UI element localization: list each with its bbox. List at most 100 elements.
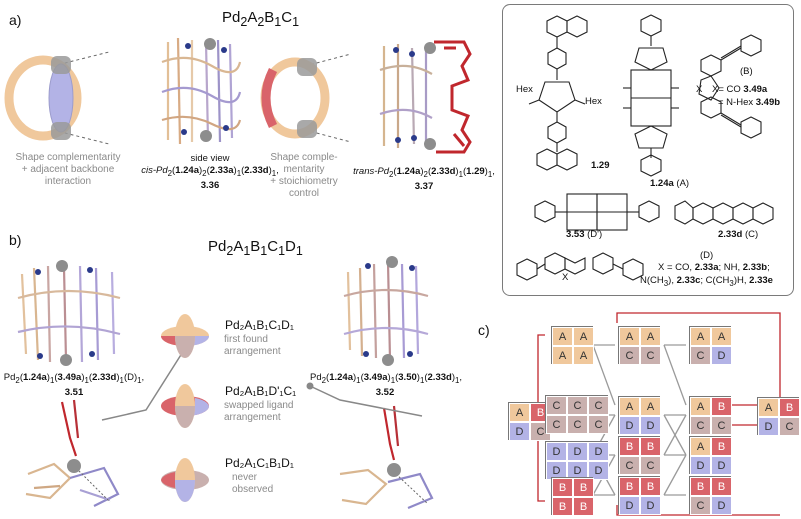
- tile-cell: B: [711, 397, 732, 416]
- panel-b-formula: Pd2A1B1C1D1: [208, 238, 303, 258]
- tile-cell: D: [640, 416, 661, 435]
- tile-cell: D: [711, 496, 732, 515]
- label-hex-2: Hex: [585, 96, 602, 107]
- arrangement-3-formula: Pd₂A₁C₁B₁D₁: [225, 456, 294, 470]
- cage-cartoon-complementarity: [4, 51, 110, 145]
- compound-label-3-51: Pd2(1.24a)1(3.49a)1(2.33d)1(D)1, 3.51: [3, 372, 145, 398]
- tile-cell: A: [619, 397, 640, 416]
- tile-cell: A: [619, 327, 640, 346]
- tile-cell: A: [552, 346, 573, 365]
- label-x-co: X= CO 3.49a: [712, 84, 768, 95]
- side-view-3-51-image: [25, 399, 120, 507]
- tile-cell: C: [619, 456, 640, 475]
- cage-cartoon-stoichiometry: [260, 53, 352, 143]
- tile-cell: A: [690, 437, 711, 456]
- tile-cell: D: [758, 417, 779, 436]
- tile-cell: B: [573, 497, 594, 516]
- tile-cell: A: [690, 397, 711, 416]
- structure-3-51-image: [17, 260, 121, 366]
- arrangement-1-icon: [161, 314, 209, 358]
- panel-c-label: c): [478, 322, 490, 338]
- tile-cell: B: [552, 478, 573, 497]
- panel-a-label: a): [9, 12, 22, 28]
- tile-cell: B: [619, 437, 640, 456]
- tile-cell: C: [690, 416, 711, 435]
- tile-cell: C: [690, 496, 711, 515]
- tile-cell: C: [588, 415, 609, 434]
- tile-cell: A: [573, 327, 594, 346]
- label-hex-1: Hex: [516, 84, 533, 95]
- tile-cell: D: [640, 496, 661, 515]
- tile-cell: B: [619, 477, 640, 496]
- tile-cell: B: [552, 497, 573, 516]
- tile-cell: A: [711, 327, 732, 346]
- compound-label-3-52: Pd2(1.24a)1(3.49a)1(3.50)1(2.33d)1, 3.52: [310, 372, 463, 398]
- tile-cell: C: [546, 396, 567, 415]
- tile-cell: D: [619, 416, 640, 435]
- tile-cell: D: [588, 442, 609, 461]
- arrangement-3-icon: [161, 458, 209, 502]
- tile-cell: C: [711, 416, 732, 435]
- tile-cell: C: [567, 415, 588, 434]
- arrangement-cartoons: [161, 314, 209, 502]
- tile-cell: B: [711, 477, 732, 496]
- tile-cell: D: [509, 422, 530, 441]
- tile-cell: A: [552, 327, 573, 346]
- tile-cell: A: [573, 346, 594, 365]
- tile-cell: C: [640, 456, 661, 475]
- structure-3-37-image: [379, 40, 472, 154]
- tile-cell: C: [640, 346, 661, 365]
- tile-cell: B: [779, 398, 800, 417]
- arrangement-2-icon: [161, 384, 209, 428]
- tile-cell: B: [690, 477, 711, 496]
- tile-cell: B: [640, 437, 661, 456]
- label-d-line2: N(CH3), 2.33c; C(CH3)H, 2.33e: [640, 275, 773, 288]
- tile-cell: A: [640, 327, 661, 346]
- ligand-structures-drawing: [516, 14, 774, 281]
- tile-cell: B: [573, 478, 594, 497]
- tile-cell: A: [690, 327, 711, 346]
- note-shape-complementarity: Shape complementarity+ adjacent backbone…: [15, 152, 121, 187]
- label-b-tag: (B): [740, 66, 753, 77]
- tile-cell: D: [546, 461, 567, 480]
- tile-cell: A: [509, 403, 530, 422]
- compound-label-3-37: trans-Pd2(1.24a)2(2.33d)1(1.29)1, 3.37: [353, 166, 495, 192]
- tile-cell: C: [779, 417, 800, 436]
- tile-cell: D: [690, 456, 711, 475]
- arrangement-1-formula: Pd₂A₁B₁C₁D₁: [225, 318, 294, 332]
- tile-cell: C: [588, 396, 609, 415]
- tile-cell: B: [711, 437, 732, 456]
- compound-label-3-36: side view cis-Pd2(1.24a)2(2.33a)1(2.33d)…: [141, 153, 279, 191]
- label-x-2-33: X: [562, 272, 569, 283]
- tile-cell: C: [567, 396, 588, 415]
- tile-cell: C: [619, 346, 640, 365]
- structure-3-36-image: [161, 37, 242, 145]
- arrangement-2-formula: Pd₂A₁B₁D'₁C₁: [225, 384, 297, 398]
- label-x-3-49: X: [696, 84, 703, 95]
- ligand-structures-box: [502, 4, 794, 296]
- tile-cell: D: [546, 442, 567, 461]
- tile-cell: A: [758, 398, 779, 417]
- tile-cell: D: [567, 442, 588, 461]
- tile-cell: D: [711, 346, 732, 365]
- tile-cell: C: [690, 346, 711, 365]
- tile-cell: B: [640, 477, 661, 496]
- label-x-nhex: = N-Hex 3.49b: [718, 97, 781, 108]
- tile-cell: D: [619, 496, 640, 515]
- tile-cell: A: [640, 397, 661, 416]
- structure-3-52-image: [343, 256, 429, 366]
- label-1-24a: 1.24a (A): [650, 178, 690, 189]
